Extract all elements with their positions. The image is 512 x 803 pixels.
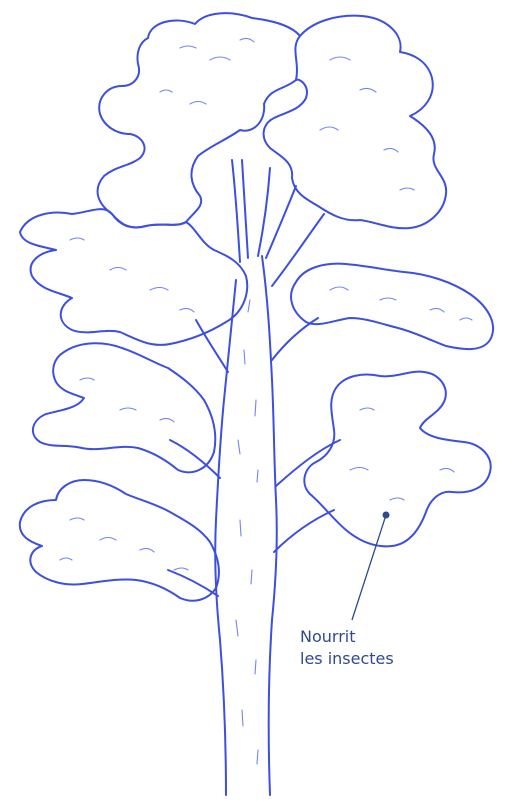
- annotation-marker-dot: [383, 512, 390, 519]
- branch-upper-2: [242, 160, 248, 258]
- canopy-mid-right: [291, 264, 493, 349]
- branch-upper-1: [232, 160, 240, 262]
- branch-upper-3: [258, 168, 270, 256]
- annotation-leader-line: [352, 515, 386, 620]
- annotation-label: Nourrit les insectes: [300, 626, 450, 670]
- canopy-bottom-left: [20, 480, 219, 601]
- branch-bottom-left: [168, 570, 218, 596]
- canopy-lower-left: [33, 343, 215, 472]
- branch-upper-4: [266, 186, 296, 258]
- branch-bottom-right: [274, 510, 334, 552]
- trunk-right-edge: [262, 256, 277, 795]
- canopy-lower-right: [304, 372, 490, 547]
- annotation-line-2: les insectes: [300, 648, 450, 670]
- bark-texture: [236, 300, 258, 764]
- annotation-line-1: Nourrit: [300, 626, 450, 648]
- branch-mid-left: [196, 320, 228, 372]
- canopy-mid-left: [20, 209, 247, 345]
